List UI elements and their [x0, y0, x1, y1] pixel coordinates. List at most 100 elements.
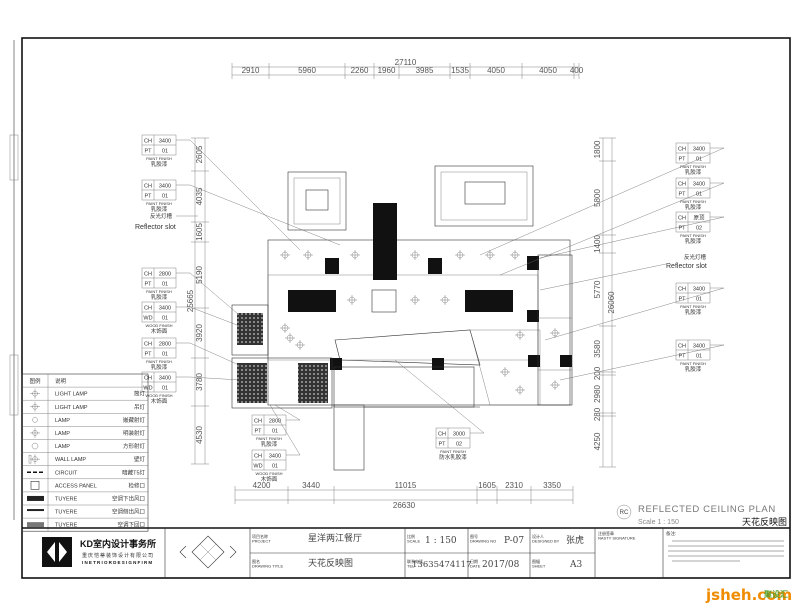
tag-material: 01 [272, 429, 278, 435]
leader-line [499, 182, 725, 276]
light-lamp-icon [440, 295, 450, 305]
tag-finish-en: WOOD FINISH [145, 323, 172, 328]
leader-line [176, 306, 251, 331]
light-lamp-icon [515, 330, 525, 340]
tag-height: 2800 [269, 419, 281, 425]
drawing-no-label: 图号 [470, 533, 478, 539]
plan-badge: RC [620, 510, 629, 516]
legend-en: WALL LAMP [55, 457, 86, 463]
drawing-no-label-en: DRAWING NO [470, 539, 496, 544]
project-value: 星洋两江餐厅 [308, 532, 362, 544]
tag-finish-en: WOOD FINISH [255, 471, 282, 476]
tel-value: 13635474117 [412, 560, 472, 570]
tag-finish-cn: 木饰面 [261, 475, 278, 483]
leader-line [176, 376, 241, 381]
dim-value: 280 [593, 407, 602, 421]
tag-finish-en: PAINT FINISH [146, 201, 172, 206]
tag-finish-cn: 乳胶漆 [151, 363, 168, 371]
title-label: 图名 [252, 558, 260, 564]
private-room [231, 304, 269, 356]
tag-finish-cn: 木饰面 [151, 397, 168, 405]
kitchen-black-right [465, 290, 513, 312]
tag-finish-en: PAINT FINISH [146, 359, 172, 364]
tag-material: 02 [456, 442, 462, 448]
light-lamp-icon [303, 250, 313, 260]
legend-cn: 检修口 [128, 481, 145, 489]
dim-value: 2605 [195, 145, 204, 163]
dim-total: 26630 [393, 501, 416, 510]
tag-key: CH [678, 216, 686, 222]
scale-label-en: SCALE [407, 539, 420, 544]
leader-line [479, 147, 725, 256]
legend-en: TUYERE [55, 510, 78, 516]
dim-value: 4035 [195, 187, 204, 205]
tag-key: PT [678, 157, 686, 163]
tag-key: CH [678, 287, 686, 293]
dim-value: 3985 [416, 66, 434, 75]
legend-cn: 明装射灯 [123, 429, 146, 437]
dim-value: 5770 [593, 280, 602, 298]
company-sub: 重庆恺蒂装饰设计有限公司 [82, 552, 154, 559]
surface-spot-lamp-icon [30, 427, 40, 438]
tag-finish-en: PAINT FINISH [146, 156, 172, 161]
legend-cn: 吊灯 [134, 403, 146, 411]
sheet-value: A3 [569, 560, 582, 570]
dim-value: 2980 [593, 385, 602, 403]
tag-material: 01 [696, 297, 702, 303]
legend-en: TUYERE [55, 496, 78, 502]
plan-title-en: REFLECTED CEILING PLAN [638, 504, 776, 515]
dim-value: 5800 [593, 189, 602, 207]
reflector-cn: 反光灯槽 [684, 253, 707, 261]
light-lamp-icon [295, 340, 305, 350]
tag-key: PT [678, 297, 686, 303]
dim-value: 1535 [451, 66, 469, 75]
leader-line [176, 184, 341, 246]
light-lamp-icon [515, 385, 525, 395]
legend-cn: 空调下回口 [117, 521, 145, 529]
light-lamp-icon [510, 250, 520, 260]
legend-cn: 嵌藏射灯 [123, 416, 146, 424]
light-lamp-icon [30, 388, 40, 399]
designer-label: 设计人 [532, 533, 544, 539]
leader-line [176, 342, 251, 371]
tag-height: 3400 [159, 139, 171, 145]
dim-value: 3440 [302, 481, 320, 490]
tag-key: WD [143, 316, 152, 322]
tag-finish-cn: 乳胶漆 [151, 293, 168, 301]
tag-finish-en: PAINT FINISH [680, 233, 706, 238]
legend-en: CIRCUIT [55, 470, 78, 476]
tag-height: 3400 [693, 182, 705, 188]
tag-finish-cn: 防水乳胶漆 [439, 453, 467, 461]
left-strip-box [9, 354, 19, 416]
tag-key: PT [144, 149, 152, 155]
company-en: INETRIORDESIGNFIRM [82, 560, 153, 565]
tag-material: 01 [162, 149, 168, 155]
tag-finish-cn: 乳胶漆 [685, 365, 702, 373]
tag-material: 01 [162, 316, 168, 322]
dim-value: 4530 [195, 426, 204, 444]
tag-key: PT [438, 442, 446, 448]
tag-material: 01 [696, 157, 702, 163]
reflector-slot-right: 反光灯槽 Reflector slot [539, 253, 707, 291]
tag-key: CH [144, 306, 152, 312]
tag-finish-cn: 乳胶漆 [685, 203, 702, 211]
tag-finish-en: PAINT FINISH [680, 304, 706, 309]
tag-key: PT [678, 354, 686, 360]
dim-value: 3580 [593, 340, 602, 358]
legend-en: LAMP [55, 444, 70, 450]
sheet-border [21, 37, 791, 579]
tuyere-side-icon [27, 509, 44, 512]
scale-label: 比例 [407, 533, 415, 539]
tag-height: 3400 [159, 184, 171, 190]
dim-value: 3780 [195, 373, 204, 391]
leader-line [539, 216, 725, 259]
company-logo [42, 537, 72, 567]
